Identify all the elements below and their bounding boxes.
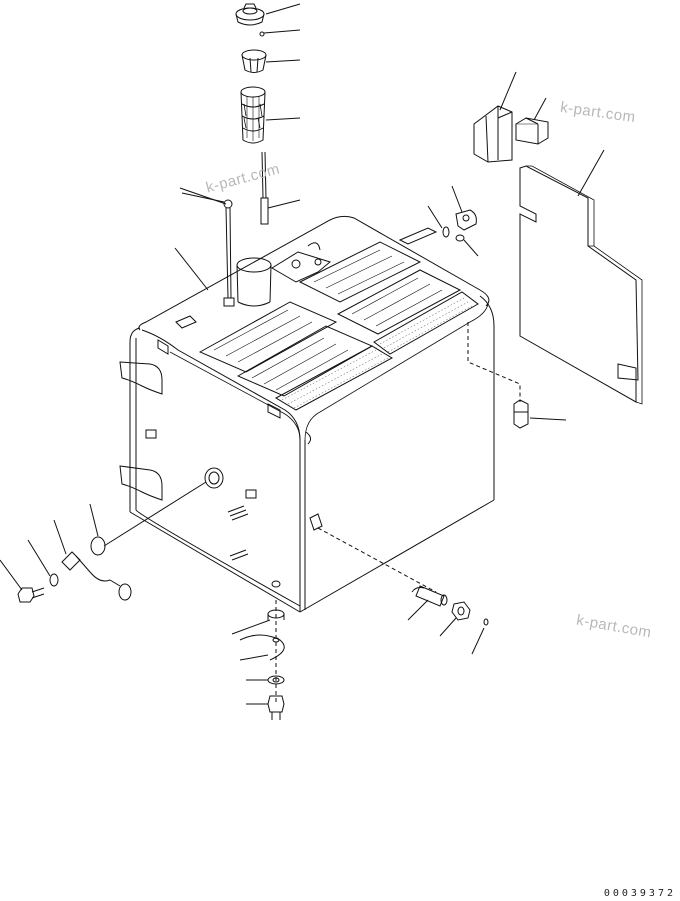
drain-oring: [272, 581, 280, 587]
side-details: [146, 430, 256, 560]
bolt-sensor: [18, 588, 44, 602]
leader-washer: [28, 540, 50, 576]
leader-ring: [266, 60, 300, 62]
drain-plate: [240, 610, 284, 660]
drain-valve: [310, 514, 447, 606]
top-plate: [176, 228, 436, 328]
cushion-block: [474, 106, 512, 162]
washer-sensor: [50, 574, 58, 586]
elbow-oring-b: [456, 235, 464, 241]
mount-bracket-upper: [120, 340, 168, 394]
leader-elbow: [452, 186, 462, 212]
leader-cushion: [500, 72, 516, 110]
mount-bracket-lower: [120, 466, 162, 500]
leader-drain-plate: [232, 620, 270, 634]
return-elbow: [456, 210, 476, 230]
connector-dash: [468, 322, 520, 402]
spacer-block: [516, 118, 548, 144]
insulation-sheet: [520, 166, 642, 404]
leader-sheet: [578, 150, 604, 196]
drawing-number: 00039372: [603, 888, 676, 899]
cap-pin: [260, 30, 300, 36]
leader-oring-a: [428, 206, 442, 228]
elbow-oring-a: [443, 227, 449, 237]
leader-cap: [266, 4, 300, 14]
top-mesh-panels: [200, 242, 478, 410]
leader-spacer: [534, 98, 546, 120]
drain-plug: [452, 602, 470, 620]
gauge-port: [205, 468, 223, 488]
leader-drain-hose: [240, 655, 268, 660]
lifting-bracket: [272, 243, 330, 282]
leader-tank: [175, 248, 208, 290]
leader-drain-plug-oring: [472, 628, 484, 654]
drain-plug-oring: [484, 619, 488, 625]
leader-drain-plug: [440, 618, 456, 636]
tank-tab: [268, 404, 311, 444]
filler-cap: [236, 4, 264, 25]
leader-top-plate: [180, 188, 226, 204]
leader-strainer: [266, 118, 300, 120]
leader-rod: [268, 200, 300, 208]
leader-sensor-arm: [104, 482, 206, 546]
leader-connector: [530, 418, 566, 420]
level-sensor: [62, 552, 131, 600]
fuel-tank: [130, 216, 494, 612]
drain-valve-axis: [318, 528, 436, 592]
leader-oring-b: [464, 240, 478, 256]
leader-sensor: [54, 520, 66, 554]
right-connector: [514, 400, 528, 428]
level-gauge-rod: [261, 152, 268, 224]
oring-sensor: [91, 537, 105, 555]
leader-bolt: [0, 560, 22, 590]
filler-neck: [237, 258, 271, 306]
strainer-ring: [242, 50, 266, 73]
filler-strainer: [241, 87, 265, 143]
leader-oring: [90, 504, 98, 536]
breather-bolt: [224, 200, 234, 306]
leader-drain-valve: [408, 600, 428, 620]
